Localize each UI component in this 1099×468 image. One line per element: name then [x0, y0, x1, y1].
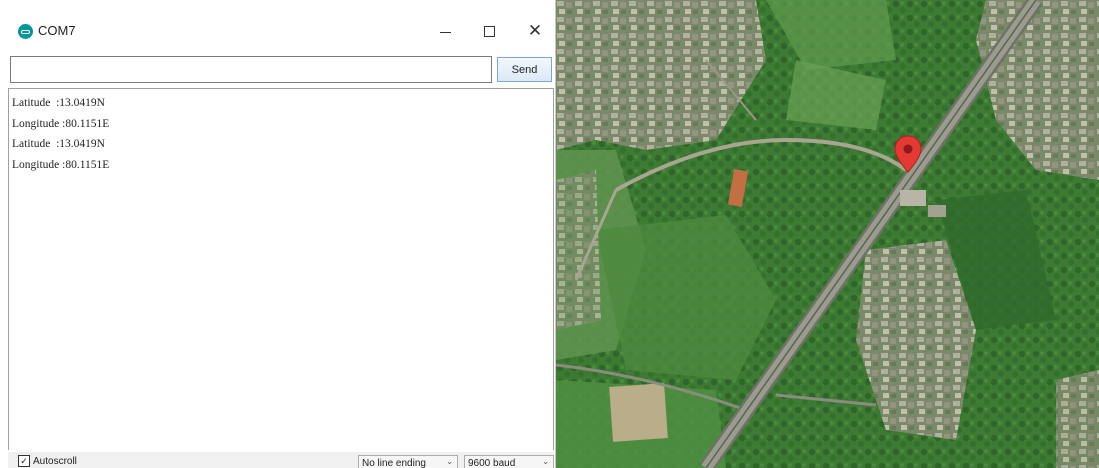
- line-ending-value: No line ending: [362, 457, 426, 468]
- map-pin-icon[interactable]: [894, 135, 922, 173]
- baud-rate-value: 9600 baud: [468, 457, 516, 468]
- output-line: Latitude :13.0419N: [12, 138, 105, 150]
- baud-rate-select[interactable]: 9600 baud ⌄: [464, 455, 554, 468]
- close-button[interactable]: ✕: [515, 17, 555, 45]
- output-line: Longitude :80.1151E: [12, 117, 110, 130]
- close-icon: ✕: [527, 21, 543, 40]
- autoscroll-label: Autoscroll: [33, 455, 77, 467]
- maximize-button[interactable]: [469, 17, 509, 45]
- minimize-icon: [439, 32, 451, 33]
- title-bar[interactable]: COM7 ✕: [0, 0, 555, 50]
- chevron-down-icon: ⌄: [446, 457, 453, 466]
- output-line: Latitude :13.0419N: [12, 97, 105, 109]
- map-imagery: [556, 0, 1099, 468]
- autoscroll-toggle[interactable]: ✓ Autoscroll: [18, 455, 77, 467]
- serial-monitor-window: COM7 ✕ Send Latitude :13.0419N Longitude…: [0, 0, 556, 468]
- send-row: Send: [10, 56, 554, 83]
- minimize-button[interactable]: [425, 17, 465, 45]
- output-line: Longitude :80.1151E: [12, 158, 110, 171]
- serial-output[interactable]: Latitude :13.0419N Longitude :80.1151E L…: [8, 88, 554, 450]
- status-footer: ✓ Autoscroll No line ending ⌄ 9600 baud …: [8, 452, 554, 468]
- chevron-down-icon: ⌄: [542, 457, 549, 466]
- window-title: COM7: [38, 23, 76, 38]
- send-button[interactable]: Send: [497, 57, 552, 82]
- satellite-map[interactable]: [556, 0, 1099, 468]
- arduino-icon: [18, 24, 33, 39]
- autoscroll-checkbox[interactable]: ✓: [18, 455, 30, 467]
- line-ending-select[interactable]: No line ending ⌄: [358, 455, 458, 468]
- maximize-icon: [483, 25, 495, 37]
- serial-input[interactable]: [10, 56, 492, 83]
